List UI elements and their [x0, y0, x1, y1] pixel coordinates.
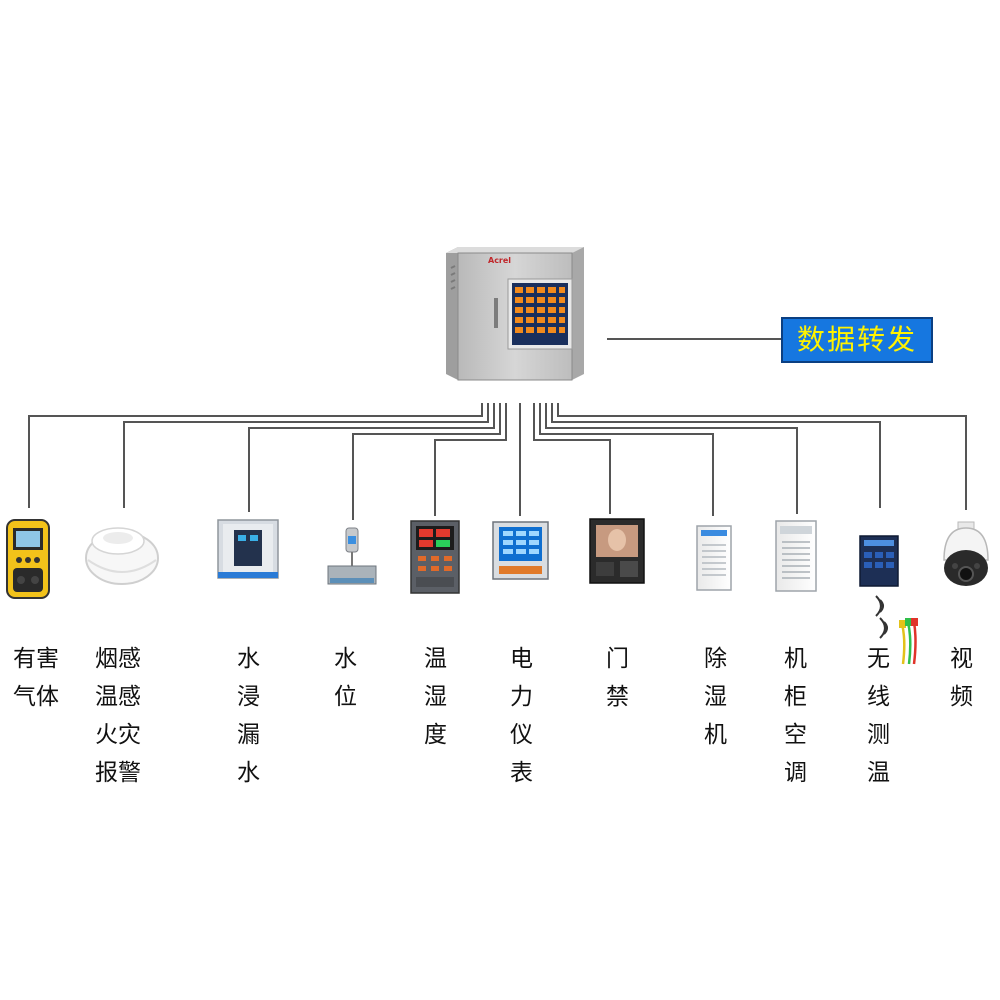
- label-water-level: 水 位: [334, 646, 357, 710]
- label-wireless-temp: 无 线 测 温: [867, 646, 890, 786]
- line-water-leak: [248, 403, 495, 512]
- line-temp-humidity: [434, 403, 507, 516]
- access-control-icon: [589, 518, 645, 584]
- line-dehumidifier: [539, 403, 714, 516]
- monitoring-cabinet-icon: [446, 247, 584, 381]
- data-forward-box: 数据转发: [781, 317, 933, 363]
- line-gas: [28, 403, 483, 508]
- power-meter-icon: [492, 521, 549, 580]
- label-temp-humidity: 温 湿 度: [424, 646, 447, 748]
- line-cabinet-ac: [545, 403, 798, 514]
- gas-detector-icon: [6, 519, 50, 599]
- connection-lines: [28, 338, 967, 520]
- water-leak-sensor-icon: [217, 519, 279, 579]
- brand-logo: Acrel: [488, 256, 512, 265]
- line-access: [533, 403, 611, 514]
- line-water-level: [352, 403, 501, 520]
- label-access-control: 门 禁: [606, 646, 629, 710]
- line-smoke: [123, 403, 489, 508]
- data-forward-label: 数据转发: [796, 323, 917, 356]
- wireless-temp-icon: [859, 535, 918, 665]
- cabinet-ac-icon: [775, 520, 817, 592]
- smoke-detector-icon: [85, 527, 159, 585]
- line-wireless-temp: [551, 403, 881, 508]
- label-cabinet-ac: 机 柜 空 调: [784, 646, 807, 786]
- water-level-sensor-icon: [327, 527, 377, 585]
- dehumidifier-icon: [696, 525, 732, 591]
- label-power-meter: 电 力 仪 表: [510, 646, 533, 786]
- line-video: [557, 403, 967, 510]
- label-dehumidifier: 除 湿 机: [704, 646, 727, 748]
- dome-camera-icon: [943, 521, 989, 586]
- label-video: 视 频: [950, 646, 973, 710]
- label-smoke-fire-alarm: 烟感 温感 火灾 报警: [95, 646, 141, 786]
- label-gas-detector: 有害 气体: [13, 646, 59, 710]
- temp-humidity-controller-icon: [410, 520, 460, 594]
- label-water-leak: 水 浸 漏 水: [237, 646, 260, 786]
